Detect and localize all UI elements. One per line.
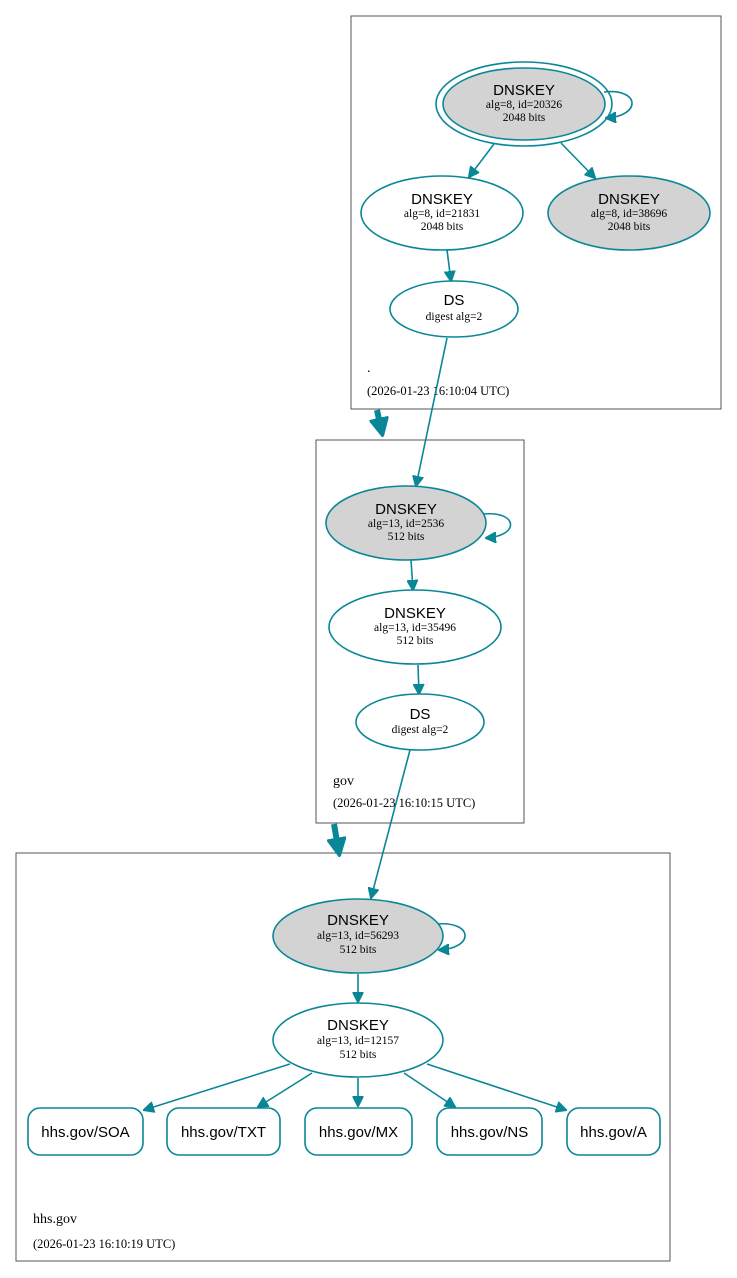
edge-root-ksk-self: [603, 90, 633, 118]
zone-root: . (2026-01-23 16:10:04 UTC): [350, 15, 722, 410]
node-gov-ksk: DNSKEY alg=13, id=2536 512 bits: [325, 485, 487, 561]
node-gov-ds-title: DS: [410, 706, 431, 723]
node-root-zsk2-title: DNSKEY: [598, 191, 660, 208]
node-gov-zsk-line1: alg=13, id=35496: [374, 622, 456, 634]
edge-delegation-gov-hhs: [334, 823, 339, 853]
node-hhs-zsk-title: DNSKEY: [327, 1017, 389, 1034]
zone-gov-box: [315, 439, 525, 824]
rrset-soa-shape: [27, 1107, 144, 1156]
node-hhs-ksk-line2: 512 bits: [340, 944, 377, 956]
edges: [144, 90, 633, 1110]
rrset-ns: hhs.gov/NS: [436, 1107, 543, 1156]
node-gov-ksk-line1: alg=13, id=2536: [368, 518, 444, 530]
node-gov-ksk-line2: 512 bits: [388, 531, 425, 543]
node-root-zsk2-line1: alg=8, id=38696: [591, 208, 667, 220]
node-root-ksk-line2: 2048 bits: [503, 112, 546, 124]
node-root-zsk1-line1: alg=8, id=21831: [404, 208, 480, 220]
node-hhs-zsk: DNSKEY alg=13, id=12157 512 bits: [272, 1002, 444, 1078]
rrset-ns-label: hhs.gov/NS: [451, 1124, 529, 1141]
rrset-soa-label: hhs.gov/SOA: [41, 1124, 129, 1141]
rrset-mx-label: hhs.gov/MX: [319, 1124, 398, 1141]
edge-hhs-zsk-soa: [144, 1063, 291, 1110]
rrset-a-label: hhs.gov/A: [580, 1124, 647, 1141]
node-hhs-ksk-shape: [272, 898, 444, 974]
node-gov-zsk-line2: 512 bits: [397, 635, 434, 647]
edge-root-zsk-ds: [447, 249, 451, 281]
edge-gov-ksk-self: [483, 513, 512, 538]
node-gov-zsk-title: DNSKEY: [384, 605, 446, 622]
node-hhs-zsk-shape: [272, 1002, 444, 1078]
zone-gov-name: gov: [333, 774, 354, 789]
node-root-ds-shape: [389, 280, 519, 338]
node-hhs-ksk-title: DNSKEY: [327, 912, 389, 929]
edge-root-ksk-zsk1: [469, 143, 495, 177]
node-gov-ds: DS digest alg=2: [355, 693, 485, 751]
rrset-a: hhs.gov/A: [566, 1107, 661, 1156]
zone-gov: gov (2026-01-23 16:10:15 UTC): [315, 439, 525, 824]
node-root-zsk1-line2: 2048 bits: [421, 221, 464, 233]
edge-gov-ksk-zsk: [411, 559, 413, 590]
node-gov-ksk-shape: [325, 485, 487, 561]
edge-hhs-zsk-a: [426, 1063, 566, 1110]
node-root-ksk-outer: [435, 61, 613, 147]
rrset-mx-shape: [304, 1107, 413, 1156]
rrset-txt: hhs.gov/TXT: [166, 1107, 281, 1156]
rrset-soa: hhs.gov/SOA: [27, 1107, 144, 1156]
node-hhs-ksk-line1: alg=13, id=56293: [317, 930, 399, 942]
zone-root-box: [350, 15, 722, 410]
node-gov-ksk-title: DNSKEY: [375, 501, 437, 518]
edge-delegation-root-gov: [377, 409, 382, 433]
rrset-txt-shape: [166, 1107, 281, 1156]
zone-gov-timestamp: (2026-01-23 16:10:15 UTC): [333, 796, 475, 810]
zone-root-timestamp: (2026-01-23 16:10:04 UTC): [367, 384, 509, 398]
node-root-ds: DS digest alg=2: [389, 280, 519, 338]
node-root-zsk2-shape: [547, 175, 711, 251]
edge-gov-zsk-ds: [418, 664, 419, 694]
edge-hhs-zsk-txt: [258, 1072, 313, 1107]
node-root-ds-title: DS: [444, 292, 465, 309]
node-hhs-zsk-line2: 512 bits: [340, 1049, 377, 1061]
node-gov-zsk-shape: [328, 589, 502, 665]
node-gov-zsk: DNSKEY alg=13, id=35496 512 bits: [328, 589, 502, 665]
rrset-a-shape: [566, 1107, 661, 1156]
node-gov-ds-line1: digest alg=2: [392, 724, 449, 736]
node-root-ksk-shape: [442, 67, 606, 141]
edge-root-ds-gov-ksk: [416, 337, 448, 486]
edge-hhs-zsk-ns: [403, 1072, 455, 1107]
node-root-zsk1-title: DNSKEY: [411, 191, 473, 208]
node-hhs-zsk-line1: alg=13, id=12157: [317, 1035, 399, 1047]
rrset-mx: hhs.gov/MX: [304, 1107, 413, 1156]
edge-gov-ds-hhs-ksk: [371, 749, 411, 898]
node-root-zsk1: DNSKEY alg=8, id=21831 2048 bits: [360, 175, 524, 251]
node-root-zsk2: DNSKEY alg=8, id=38696 2048 bits: [547, 175, 711, 251]
node-gov-ds-shape: [355, 693, 485, 751]
node-root-ksk: DNSKEY alg=8, id=20326 2048 bits: [435, 61, 613, 147]
node-root-ksk-title: DNSKEY: [493, 82, 555, 99]
edge-root-ksk-zsk2: [560, 142, 595, 178]
zone-hhs-name: hhs.gov: [33, 1212, 77, 1227]
rrset-ns-shape: [436, 1107, 543, 1156]
node-root-zsk2-line2: 2048 bits: [608, 221, 651, 233]
rrset-txt-label: hhs.gov/TXT: [181, 1124, 266, 1141]
zone-root-name: .: [367, 361, 371, 376]
edge-hhs-ksk-self: [436, 923, 466, 950]
node-hhs-ksk: DNSKEY alg=13, id=56293 512 bits: [272, 898, 444, 974]
zone-hhs-timestamp: (2026-01-23 16:10:19 UTC): [33, 1237, 175, 1251]
node-root-ksk-line1: alg=8, id=20326: [486, 99, 562, 111]
node-root-ds-line1: digest alg=2: [426, 311, 483, 323]
node-root-zsk1-shape: [360, 175, 524, 251]
